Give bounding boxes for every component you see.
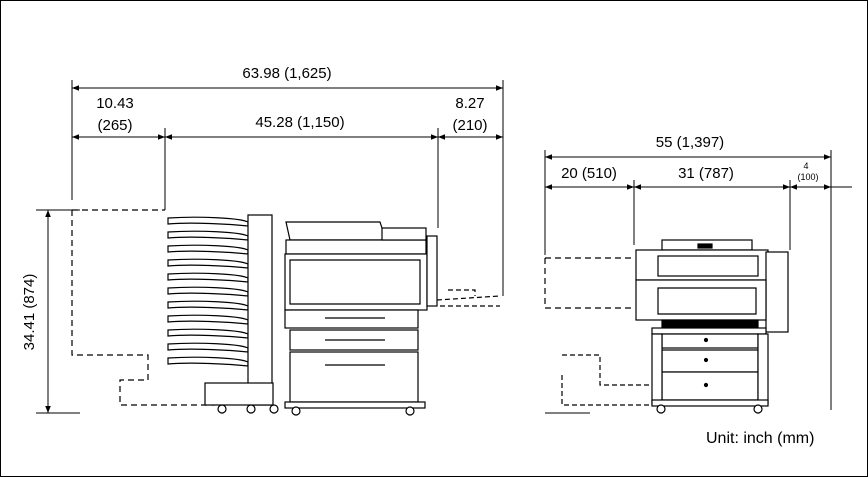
- cabinet-base: [651, 399, 769, 407]
- finisher-width-in-label: 10.43: [96, 95, 134, 112]
- finisher-extended-outline: [71, 209, 215, 406]
- drawer-extended-outline: [561, 354, 652, 406]
- finisher-base: [204, 382, 274, 406]
- unit-label: Unit: inch (mm): [706, 430, 815, 447]
- cabinet-base: [284, 401, 426, 409]
- drawer-3: [661, 371, 759, 401]
- output-slot: [661, 319, 759, 329]
- front-depth-label: 20 (510): [561, 165, 617, 182]
- tray-width-in-label: 8.27: [455, 95, 484, 112]
- cabinet-side: [757, 333, 769, 405]
- overall-depth-label: 55 (1,397): [656, 134, 724, 151]
- drawer-3: [289, 351, 419, 403]
- wheel: [753, 404, 763, 414]
- wheel: [405, 406, 415, 416]
- height-label: 34.41 (874): [21, 274, 38, 351]
- output-tray: [426, 235, 438, 307]
- main-door: [289, 259, 421, 305]
- front-extended-outline: [544, 257, 632, 309]
- wheel: [246, 404, 256, 414]
- cabinet-side: [651, 333, 663, 405]
- drawer-1: [661, 333, 759, 349]
- wheel: [656, 404, 666, 414]
- finisher-body: [247, 214, 273, 406]
- side-panel: [765, 251, 789, 333]
- wheel: [217, 404, 227, 414]
- right-dimensions: [544, 150, 852, 414]
- tray-extended: [436, 295, 501, 307]
- tray-width-mm-label: (210): [452, 117, 487, 134]
- finisher-width-mm-label: (265): [97, 117, 132, 134]
- scanner-top: [285, 221, 387, 241]
- rear-depth-in-label: 4: [803, 161, 808, 171]
- left-dimensions: [36, 80, 504, 414]
- finisher-trays: [167, 216, 249, 367]
- wheel: [291, 406, 301, 416]
- left-machine: [71, 209, 501, 416]
- cabinet-top: [651, 327, 767, 335]
- control-panel: [381, 227, 427, 241]
- drawer-1: [284, 309, 419, 329]
- main-width-label: 45.28 (1,150): [255, 114, 344, 131]
- rear-depth-mm-label: (100): [797, 172, 818, 182]
- scanner-body: [285, 239, 427, 255]
- main-body: [284, 253, 428, 311]
- right-machine: [544, 239, 789, 414]
- body-depth-label: 31 (787): [678, 165, 734, 182]
- drawer-2: [661, 349, 759, 373]
- wheel: [269, 404, 279, 414]
- overall-width-label: 63.98 (1,625): [242, 65, 331, 82]
